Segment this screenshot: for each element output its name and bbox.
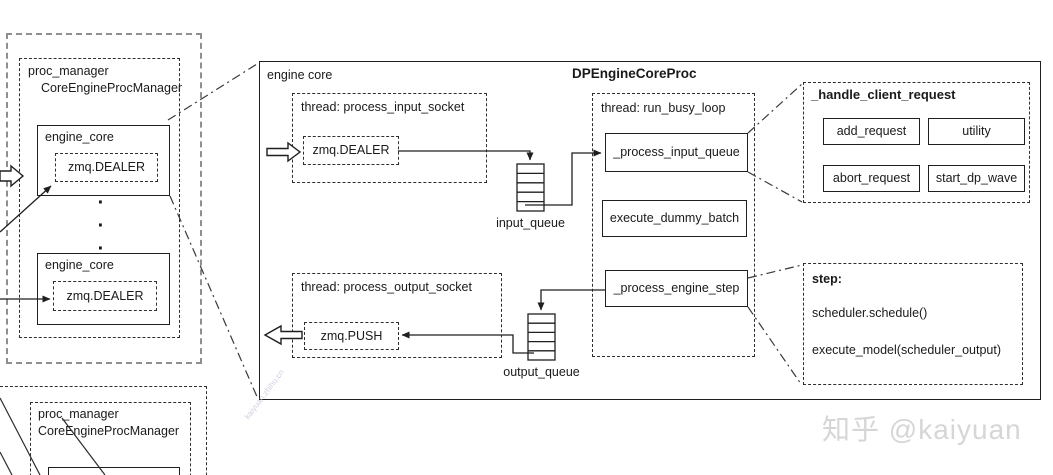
utility-label: utility — [962, 124, 991, 139]
ellipsis-dot: · — [97, 192, 105, 214]
thread-process-output-socket-title: thread: process_output_socket — [301, 280, 472, 294]
engine-core-box-2: engine_core zmq.DEALER — [37, 253, 170, 325]
abort-request-box: abort_request — [823, 165, 920, 192]
ellipsis-dot: · — [97, 215, 105, 237]
utility-box: utility — [928, 118, 1025, 145]
start-dp-wave-label: start_dp_wave — [935, 171, 1018, 186]
zmq-dealer-box-2: zmq.DEALER — [53, 281, 157, 311]
engine-core-proc-box: engine core DPEngineCoreProc thread: pro… — [259, 61, 1041, 400]
outer-group-box-bottom — [0, 386, 207, 475]
ellipsis-dot: · — [97, 238, 105, 260]
zmq-dealer-2-label: zmq.DEALER — [66, 288, 144, 303]
watermark-signature: 知乎 @kaiyuan — [822, 414, 1022, 445]
engine-core-2-label: engine_core — [45, 258, 114, 272]
zmq-dealer-box-1: zmq.DEALER — [55, 153, 158, 182]
zmq-push-box: zmq.PUSH — [304, 322, 399, 350]
execute-dummy-batch-label: execute_dummy_batch — [609, 211, 740, 226]
step-title: step: — [812, 272, 842, 286]
process-engine-step-box: _process_engine_step — [605, 270, 748, 307]
thread-process-input-socket-box: thread: process_input_socket zmq.DEALER — [292, 93, 487, 183]
process-engine-step-label: _process_engine_step — [613, 281, 740, 296]
execute-dummy-batch-box: execute_dummy_batch — [602, 200, 747, 237]
zmq-push-label: zmq.PUSH — [320, 328, 383, 343]
engine-core-corner-label: engine core — [267, 68, 333, 82]
proc-manager-bottom-title: proc_manager — [38, 407, 119, 421]
zmq-dealer-1-label: zmq.DEALER — [67, 160, 146, 175]
zmq-dealer-box-3: zmq.DEALER — [303, 136, 399, 165]
proc-manager-top-box: proc_manager CoreEngineProcManager engin… — [19, 58, 183, 338]
proc-manager-top-subtitle: CoreEngineProcManager — [41, 81, 183, 95]
process-input-queue-label: _process_input_queue — [613, 145, 740, 160]
add-request-box: add_request — [823, 118, 920, 145]
step-line-2: execute_model(scheduler_output) — [812, 343, 1002, 357]
thread-run-busy-loop-box: thread: run_busy_loop _process_input_que… — [592, 93, 755, 357]
step-detail-box: step: scheduler.schedule() execute_model… — [803, 263, 1023, 385]
process-input-queue-box: _process_input_queue — [605, 133, 748, 172]
add-request-label: add_request — [836, 124, 907, 139]
proc-manager-top-title: proc_manager — [28, 64, 109, 78]
ellipsis-dots: · · · — [95, 192, 107, 261]
start-dp-wave-box: start_dp_wave — [928, 165, 1025, 192]
thread-process-input-socket-title: thread: process_input_socket — [301, 100, 465, 114]
handle-client-request-title: _handle_client_request — [811, 87, 956, 102]
engine-core-proc-title: DPEngineCoreProc — [572, 66, 697, 81]
output-queue-label: output_queue — [503, 365, 580, 379]
engine-core-box-3-partial — [48, 467, 180, 475]
handle-client-request-box: _handle_client_request add_request utili… — [803, 82, 1030, 203]
thread-run-busy-loop-title: thread: run_busy_loop — [601, 101, 726, 115]
engine-core-box-1: engine_core zmq.DEALER — [37, 125, 170, 196]
abort-request-label: abort_request — [832, 171, 911, 186]
input-queue-label: input_queue — [496, 216, 565, 230]
proc-manager-bottom-box: proc_manager CoreEngineProcManager — [30, 402, 191, 475]
zmq-dealer-3-label: zmq.DEALER — [312, 143, 390, 158]
step-line-1: scheduler.schedule() — [812, 306, 928, 320]
thread-process-output-socket-box: thread: process_output_socket zmq.PUSH — [292, 273, 502, 358]
engine-core-1-label: engine_core — [45, 130, 114, 144]
proc-manager-bottom-subtitle: CoreEngineProcManager — [38, 424, 180, 438]
